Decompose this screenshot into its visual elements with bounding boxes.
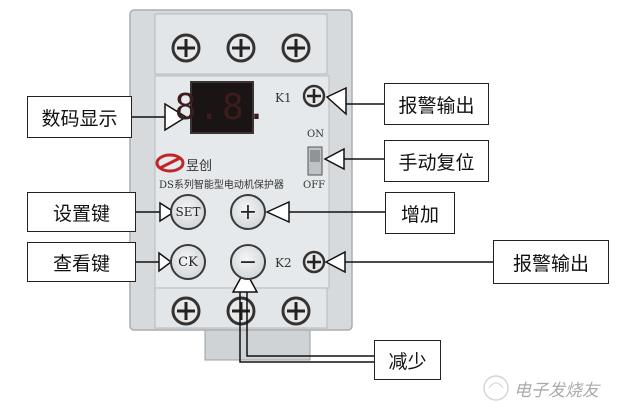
watermark-logo-icon	[483, 375, 509, 401]
label-switch-on: ON	[307, 129, 324, 140]
display-value: 8.8.	[174, 87, 270, 128]
callout-manual-reset: 手动复位	[384, 140, 489, 182]
callout-set-key: 设置键	[27, 192, 136, 232]
ck-button-label: CK	[178, 254, 198, 270]
model-line: DS系列智能型电动机保护器	[159, 180, 284, 191]
callout-increase: 增加	[385, 192, 455, 234]
minus-button-label: −	[238, 249, 258, 275]
brand-name: 昱创	[186, 159, 213, 174]
screw-k1	[302, 84, 326, 108]
label-switch-off: OFF	[303, 180, 326, 191]
screw-top-2	[226, 33, 256, 63]
ck-button[interactable]: CK	[170, 244, 206, 280]
screw-top-1	[171, 33, 201, 63]
screw-bottom-3	[281, 296, 311, 326]
callout-alarm-output-2: 报警输出	[493, 240, 609, 284]
callout-alarm-output-1: 报警输出	[384, 83, 489, 125]
screw-top-3	[281, 33, 311, 63]
callout-display: 数码显示	[27, 96, 132, 138]
callout-decrease: 减少	[374, 340, 441, 380]
plus-button-label: +	[238, 199, 258, 225]
minus-button[interactable]: −	[230, 244, 266, 280]
reset-switch-knob	[310, 150, 320, 162]
callout-view-key: 查看键	[27, 242, 136, 282]
callout-lines	[132, 86, 493, 363]
set-button-label: SET	[175, 205, 201, 219]
screw-k2	[302, 250, 326, 274]
screw-bottom-1	[171, 296, 201, 326]
screw-bottom-2	[226, 296, 256, 326]
seven-segment-display: 8.8.	[175, 81, 267, 134]
brand-logo-icon	[155, 153, 185, 173]
label-k2: K2	[275, 256, 292, 270]
plus-button[interactable]: +	[230, 194, 266, 230]
set-button[interactable]: SET	[170, 194, 206, 230]
watermark-text: 电子发烧友	[514, 381, 599, 401]
label-k1: K1	[275, 91, 292, 105]
